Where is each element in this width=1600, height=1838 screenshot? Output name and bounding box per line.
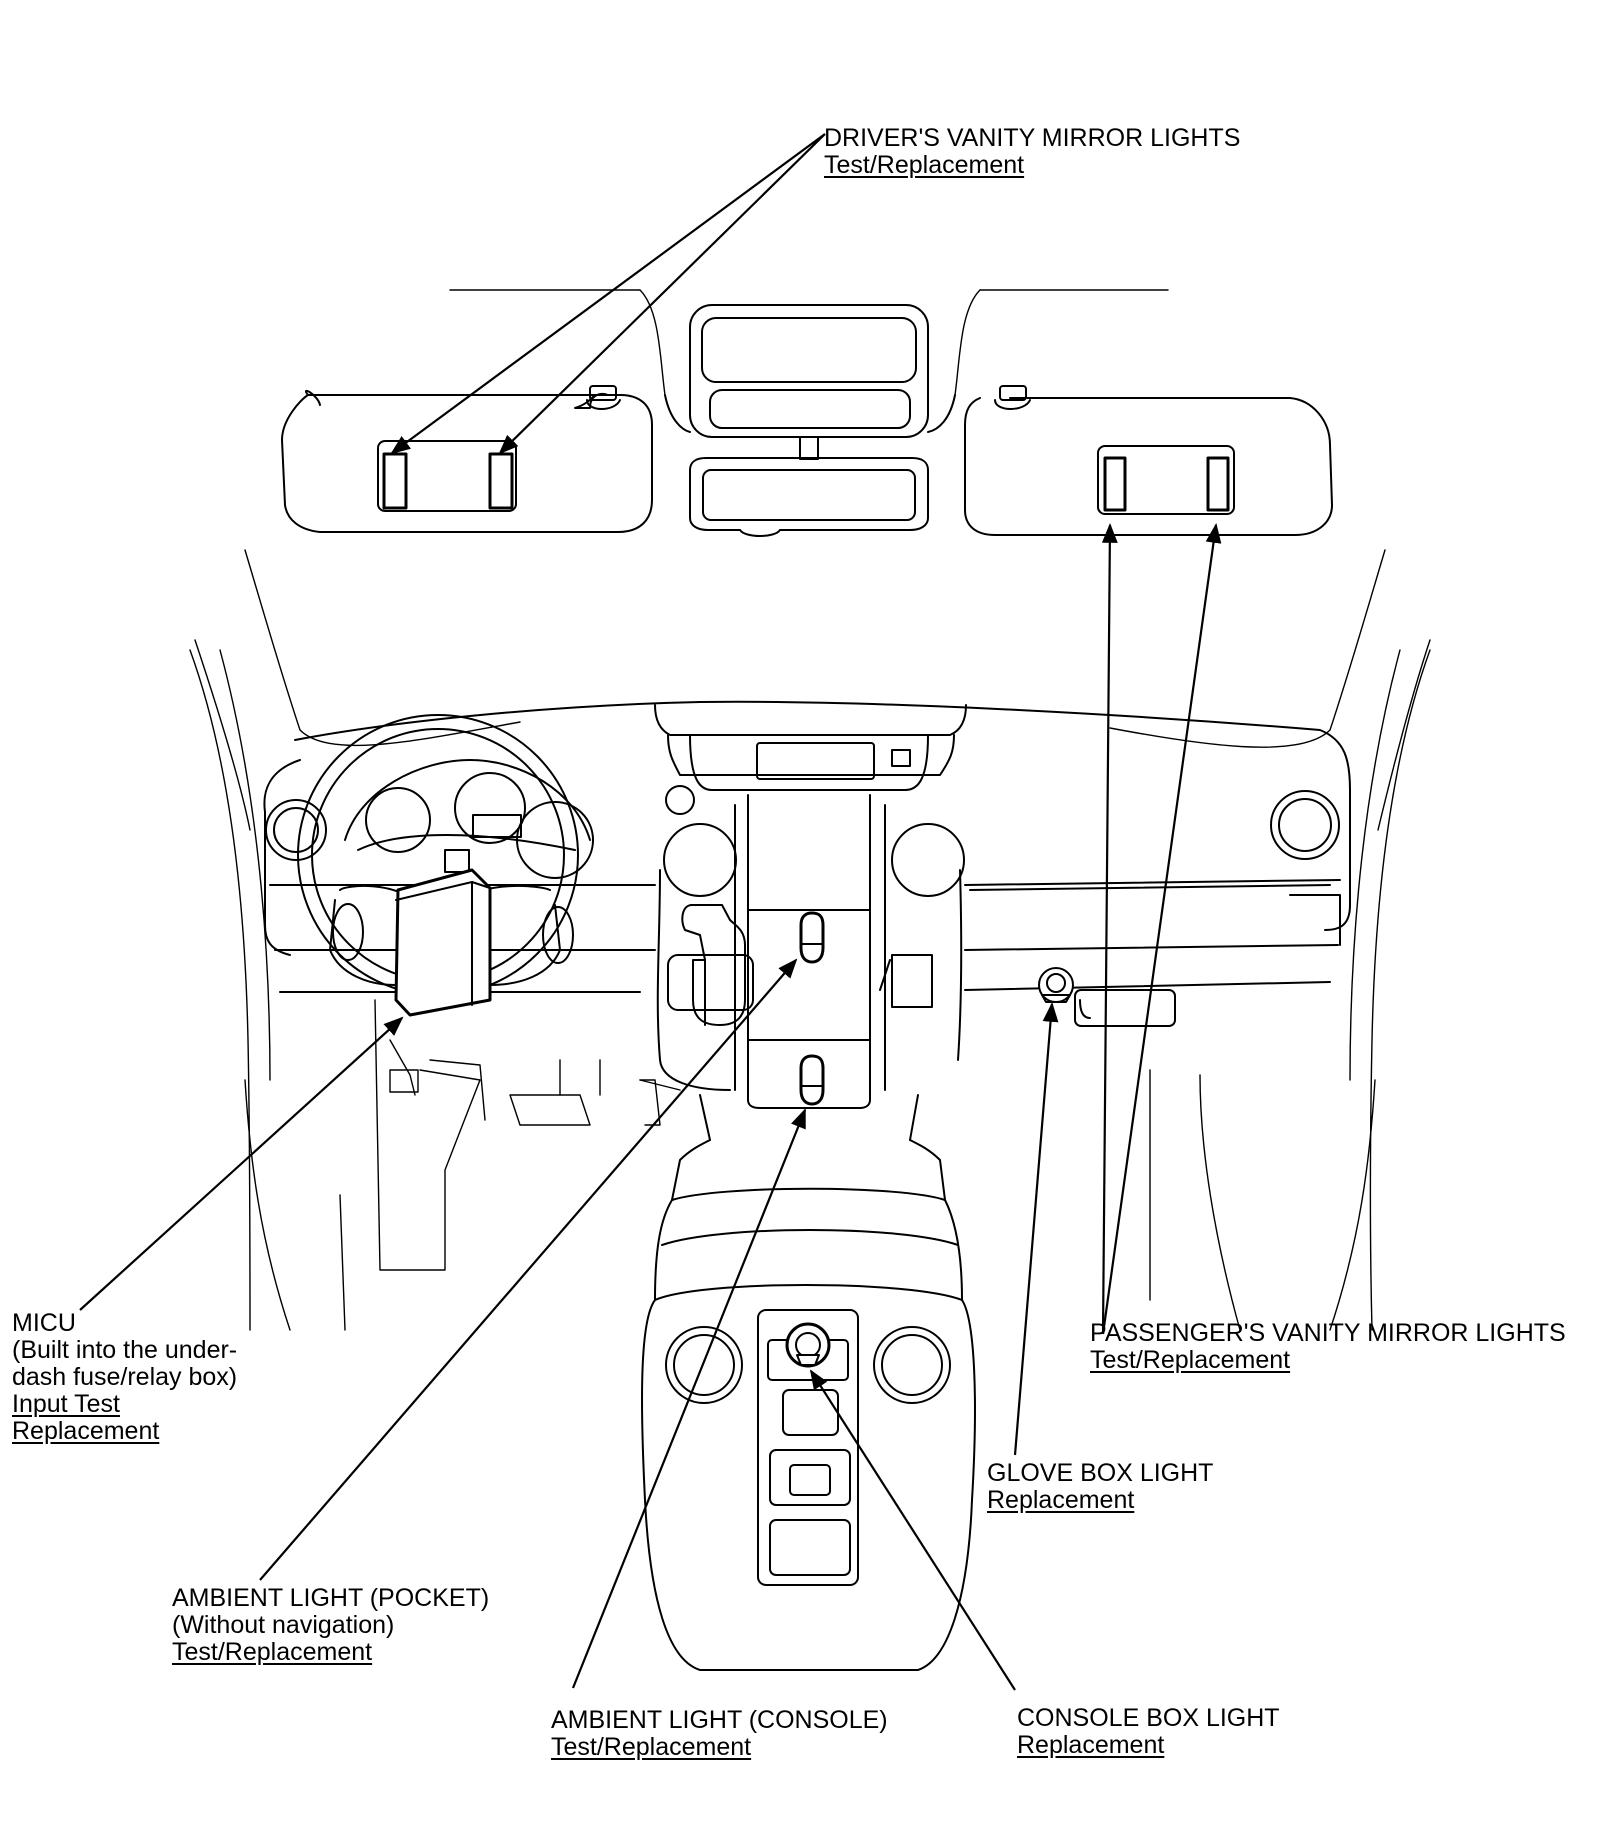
console-box-light-callout: CONSOLE BOX LIGHT Replacement (1017, 1705, 1280, 1759)
ambient-light-console-test-link[interactable]: Test/Replacement (551, 1733, 752, 1761)
micu-title: MICU (12, 1309, 76, 1337)
micu-note-line-2: dash fuse/relay box) (12, 1363, 238, 1391)
headliner-outline (449, 289, 1169, 396)
micu-fuse-box (394, 868, 492, 1017)
leader-lines (79, 133, 1222, 1691)
ambient-light-pocket-bulb (799, 911, 825, 964)
ambient-light-pocket-test-link[interactable]: Test/Replacement (172, 1638, 373, 1666)
gear-shifter (667, 904, 754, 1026)
glove-box-light-title: GLOVE BOX LIGHT (987, 1459, 1214, 1487)
ambient-light-pocket-callout: AMBIENT LIGHT (POCKET) (Without navigati… (172, 1585, 489, 1666)
dashboard (263, 700, 1351, 1109)
glove-box-light-replacement-link[interactable]: Replacement (987, 1486, 1135, 1514)
micu-replacement-link[interactable]: Replacement (12, 1417, 160, 1445)
drivers-sun-visor (281, 385, 653, 533)
ambient-light-console-callout: AMBIENT LIGHT (CONSOLE) Test/Replacement (551, 1707, 888, 1761)
passengers-sun-visor (964, 385, 1333, 536)
a-pillars (189, 549, 1431, 1331)
console-box-light-bulb (785, 1322, 831, 1368)
drivers-vanity-mirror-lights-callout: DRIVER'S VANITY MIRROR LIGHTS Test/Repla… (824, 125, 1240, 179)
ambient-light-console-bulb (799, 1054, 825, 1106)
glove-box-light-callout: GLOVE BOX LIGHT Replacement (987, 1460, 1213, 1514)
micu-callout: MICU (Built into the under- dash fuse/re… (12, 1310, 237, 1445)
center-console (641, 1094, 976, 1671)
passengers-vanity-mirror-lights-callout: PASSENGER'S VANITY MIRROR LIGHTS Test/Re… (1090, 1320, 1566, 1374)
overhead-console (664, 304, 956, 438)
drivers-vanity-mirror-lights-test-link[interactable]: Test/Replacement (824, 151, 1025, 179)
ambient-light-pocket-note: (Without navigation) (172, 1611, 395, 1639)
glove-box-light-bulb (1038, 967, 1074, 1003)
passengers-vanity-mirror-lights-title: PASSENGER'S VANITY MIRROR LIGHTS (1090, 1319, 1566, 1347)
micu-input-test-link[interactable]: Input Test (12, 1390, 120, 1418)
pedals (339, 999, 1241, 1331)
passengers-vanity-mirror-lights-test-link[interactable]: Test/Replacement (1090, 1346, 1291, 1374)
drivers-vanity-mirror-lights-title: DRIVER'S VANITY MIRROR LIGHTS (824, 124, 1241, 152)
micu-note-line-1: (Built into the under- (12, 1336, 238, 1364)
console-box-light-replacement-link[interactable]: Replacement (1017, 1731, 1165, 1759)
console-box-light-title: CONSOLE BOX LIGHT (1017, 1704, 1280, 1732)
ambient-light-pocket-title: AMBIENT LIGHT (POCKET) (172, 1584, 490, 1612)
ambient-light-console-title: AMBIENT LIGHT (CONSOLE) (551, 1706, 888, 1734)
rearview-mirror (689, 436, 929, 537)
